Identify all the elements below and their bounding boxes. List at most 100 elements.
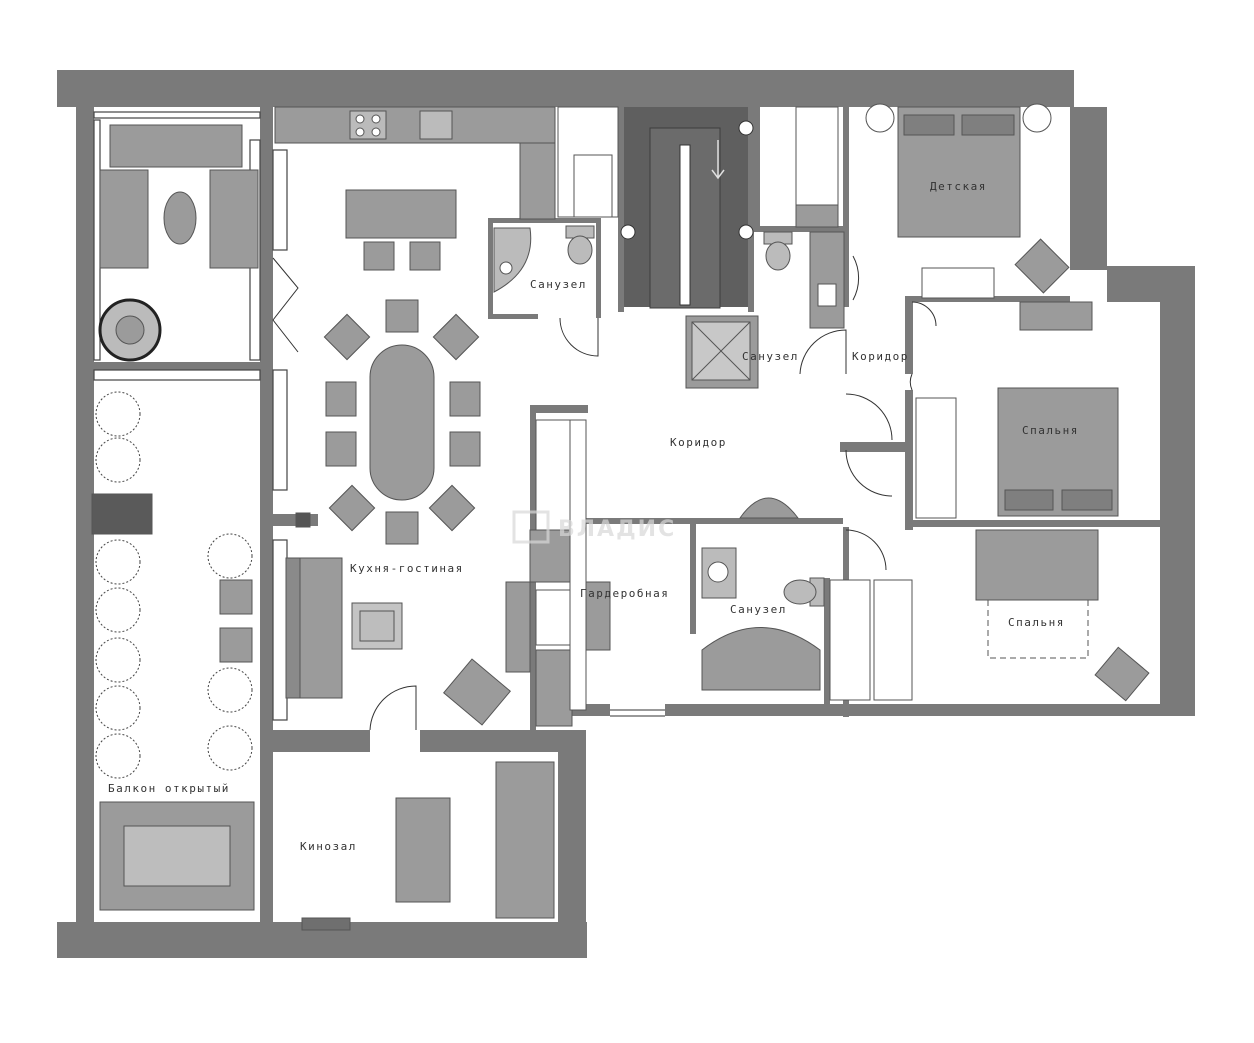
bath1-right-wall <box>596 218 601 318</box>
room-labels: Детская Санузел Санузел Санузел Коридор … <box>108 180 1079 853</box>
door-swing <box>911 301 937 327</box>
pillow <box>903 114 955 136</box>
cinema-furniture <box>301 761 555 931</box>
chair <box>325 431 357 467</box>
bedroom-2 <box>975 529 1150 702</box>
daybed-inner <box>123 825 231 887</box>
cinema-right-wall <box>558 730 586 950</box>
island <box>345 189 457 239</box>
door-swing <box>845 393 893 441</box>
bath1-bottom-wall <box>488 314 538 319</box>
label-sanuzel-2: Санузел <box>742 350 799 363</box>
door-swing <box>799 329 847 375</box>
burner-icon <box>371 127 381 137</box>
round-table <box>739 497 800 519</box>
chair <box>219 579 253 615</box>
door-swing <box>845 529 887 571</box>
plant-icon <box>207 725 253 771</box>
right-ledge-wall <box>1107 266 1195 302</box>
bathroom-1 <box>493 225 595 293</box>
folding-door <box>272 257 299 353</box>
shelf <box>529 529 573 583</box>
armchair <box>1094 646 1150 702</box>
fireplace <box>91 493 153 535</box>
sofa <box>99 169 149 269</box>
label-koridor-2: Коридор <box>670 436 727 449</box>
chair <box>328 484 376 532</box>
burner-icon <box>371 114 381 124</box>
sofa <box>395 797 451 903</box>
sink-icon <box>817 283 837 307</box>
closet-2 <box>873 579 913 701</box>
elevator-rail <box>679 144 691 306</box>
label-koridor-1: Коридор <box>852 350 909 363</box>
burner-icon <box>355 127 365 137</box>
pillow <box>1061 489 1113 511</box>
toilet-icon <box>783 579 817 605</box>
hinge-icon <box>738 224 754 240</box>
label-sanuzel-1: Санузел <box>530 278 587 291</box>
label-kinozal: Кинозал <box>300 840 357 853</box>
chair <box>432 313 480 361</box>
coffee-table-inner <box>359 610 395 642</box>
chair <box>449 431 481 467</box>
wardrobe-furniture <box>505 419 611 727</box>
sink-icon <box>493 227 532 293</box>
plant-icon <box>207 667 253 713</box>
kitchen <box>274 106 619 220</box>
chair <box>385 299 419 333</box>
label-sanuzel-3: Санузел <box>730 603 787 616</box>
chair <box>219 627 253 663</box>
balcony-divider <box>94 362 260 370</box>
hinge-icon <box>620 224 636 240</box>
balcony-furniture <box>91 124 259 911</box>
label-detskaya: Детская <box>930 180 987 193</box>
door-swing <box>909 373 913 391</box>
right-upper-wall <box>1070 107 1107 270</box>
wardrobe-wall <box>530 405 588 413</box>
pillow <box>961 114 1015 136</box>
shelf <box>535 649 573 727</box>
dining-table <box>369 344 435 501</box>
plant-icon <box>95 587 141 633</box>
bath2-bottom <box>754 226 846 232</box>
drain-icon <box>499 261 513 275</box>
elevator <box>620 107 754 309</box>
bedroom-wall-left2 <box>905 390 913 530</box>
left-outer-wall <box>76 107 94 922</box>
armchair <box>443 658 511 726</box>
label-garderobnaya: Гардеробная <box>580 587 669 600</box>
rug <box>987 599 1089 659</box>
plant-icon <box>207 533 253 579</box>
closet <box>915 397 957 519</box>
chair <box>323 313 371 361</box>
plant-icon <box>95 391 141 437</box>
door-swing <box>845 449 893 497</box>
living-furniture <box>285 512 511 726</box>
bench <box>505 581 531 673</box>
bedroom-wall-left <box>905 302 913 374</box>
corridor-bottom <box>585 518 843 524</box>
label-balkon: Балкон открытый <box>108 782 230 795</box>
kitchen-counter-right <box>519 142 556 220</box>
bath2-wall-right <box>843 107 849 307</box>
round-lounger-inner <box>115 315 145 345</box>
bar-island <box>345 189 457 271</box>
kids-bottom-wall <box>905 296 1070 302</box>
cinema-top-wall-left <box>260 730 370 752</box>
right-lower-wall <box>1160 302 1195 716</box>
plant-icon <box>95 733 141 779</box>
tv-stand <box>921 267 995 299</box>
fridge-inner <box>573 154 613 218</box>
label-spalnya-2: Спальня <box>1008 616 1065 629</box>
burner-icon <box>355 114 365 124</box>
label-spalnya-1: Спальня <box>1022 424 1079 437</box>
window-balcony-divider <box>93 369 261 381</box>
label-kuhnya-gostinaya: Кухня-гостиная <box>350 562 464 575</box>
chair <box>325 381 357 417</box>
balcony-inner-wall <box>260 107 273 927</box>
nightstand <box>1022 103 1052 133</box>
sofa-back <box>285 557 301 699</box>
closet <box>829 579 871 701</box>
